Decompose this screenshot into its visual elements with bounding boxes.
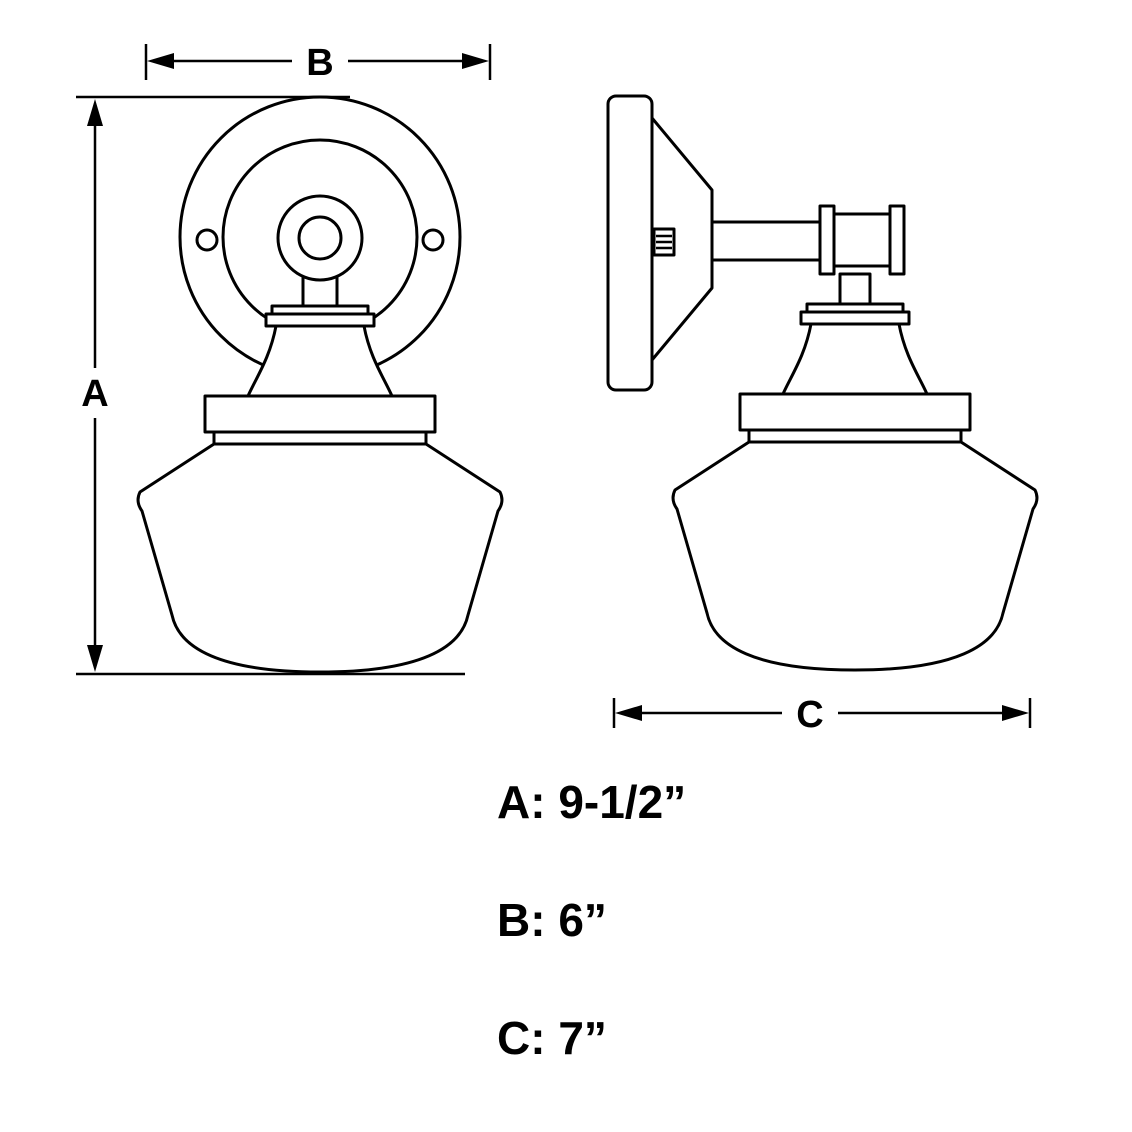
wall-plate-edge	[606, 94, 654, 392]
dimension-label-c: C	[796, 694, 823, 736]
dimension-label-b: B	[306, 42, 333, 84]
screw-hole-right	[421, 228, 445, 252]
spec-text-c: C: 7”	[497, 1012, 607, 1064]
spec-list: A: 9-1/2” B: 6” C: 7”	[497, 776, 686, 1064]
dim-c-arrowhead-left	[615, 705, 642, 721]
glass-shade-side	[671, 440, 1039, 672]
stem	[838, 272, 872, 306]
dimension-c: C	[612, 694, 1032, 736]
dim-c-arrowhead-right	[1002, 705, 1029, 721]
dimension-a: A	[76, 95, 465, 676]
collar-body	[264, 312, 376, 328]
dim-a-arrowhead-down	[87, 645, 103, 672]
dimension-label-a: A	[81, 373, 108, 415]
coupler-ring-right	[888, 204, 906, 276]
fitter	[203, 394, 437, 434]
side-fitter	[738, 392, 972, 432]
glass-shade-front	[136, 442, 504, 674]
backplate-dome-profile	[650, 116, 714, 362]
side-view	[606, 94, 1039, 672]
screw-hole-left	[195, 228, 219, 252]
spec-text-a: A: 9-1/2”	[497, 776, 686, 828]
coupler-ring-left	[818, 204, 836, 276]
front-view	[136, 95, 504, 674]
side-flare-skirt	[781, 322, 929, 396]
hub-inner-circle	[297, 215, 343, 261]
spec-text-b: B: 6”	[497, 894, 607, 946]
set-screw-threads	[656, 234, 672, 250]
side-fitter-band	[747, 428, 963, 444]
side-collar-body	[799, 310, 911, 326]
dim-b-arrowhead-right	[462, 53, 489, 69]
arm	[710, 220, 822, 262]
dim-b-arrowhead-left	[147, 53, 174, 69]
fitter-band	[212, 430, 428, 446]
coupler-body	[832, 212, 892, 268]
dim-a-arrowhead-up	[87, 99, 103, 126]
dimension-b: B	[144, 42, 492, 84]
